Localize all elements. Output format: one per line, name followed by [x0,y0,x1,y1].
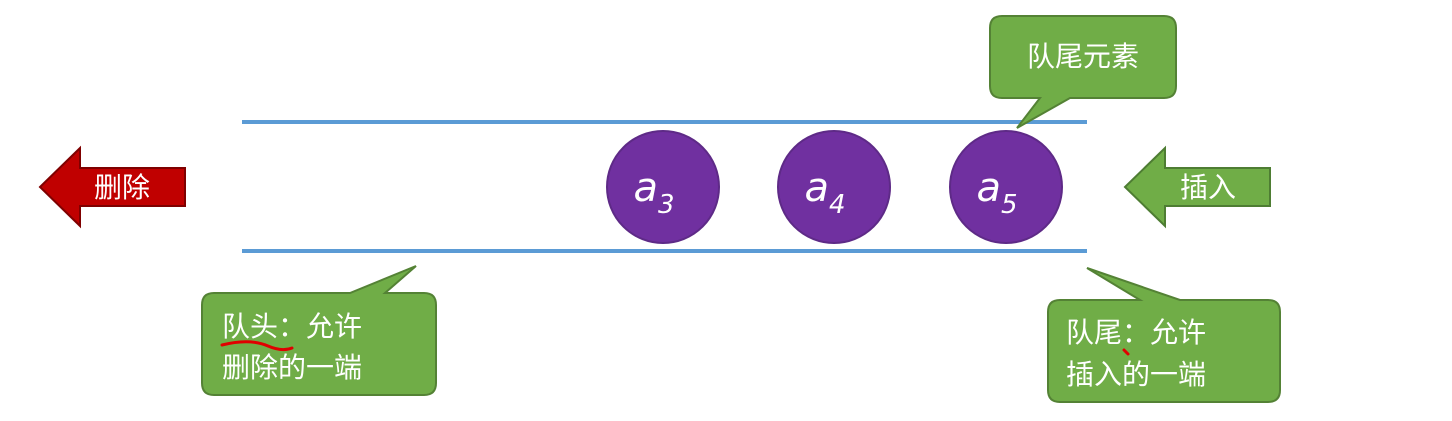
callout-queue-rear-line1: 队尾：允许 [1066,316,1206,349]
callout-queue-head-line2: 删除的一端 [222,351,362,384]
callout-queue-head-line1: 队头：允许 [222,310,362,343]
queue-element-label: a5 [976,165,1017,220]
callout-tail-element: 队尾元素 [989,15,1177,129]
queue-element-label: a4 [804,165,845,220]
delete-arrow-label: 删除 [94,171,150,204]
delete-arrow: 删除 [38,145,186,229]
insert-arrow-label: 插入 [1180,171,1236,204]
callout-queue-rear-line2: 插入的一端 [1066,358,1206,391]
handwritten-underline-mark [220,340,294,352]
callout-tail-element-shape [989,15,1177,129]
callout-queue-rear-shape [1047,267,1281,403]
queue-element-circle [777,130,891,244]
queue-element-subscript: 4 [829,190,846,220]
queue-element-subscript: 5 [1001,190,1018,220]
callout-queue-rear: 队尾：允许 插入的一端 [1047,267,1281,403]
insert-arrow: 插入 [1123,145,1271,229]
callout-queue-head: 队头：允许 删除的一端 [201,265,437,396]
queue-element-circle [606,130,720,244]
queue-element-circle [949,130,1063,244]
queue-element-subscript: 3 [658,190,675,220]
handwritten-dot-mark [1122,348,1130,356]
callout-tail-element-text: 队尾元素 [1027,40,1139,73]
queue-element-label: a3 [633,165,674,220]
insert-arrow-shape [1123,145,1271,229]
queue-element-a4: a4 [777,130,891,244]
queue-element-a5: a5 [949,130,1063,244]
callout-queue-head-shape [201,265,437,396]
delete-arrow-shape [38,145,186,229]
queue-element-a3: a3 [606,130,720,244]
